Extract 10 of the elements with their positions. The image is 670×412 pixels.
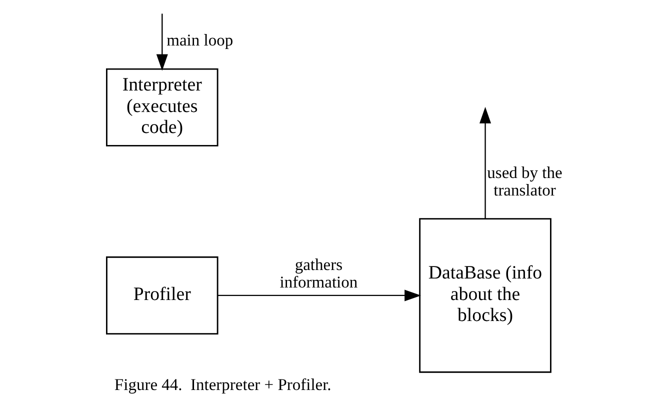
edge-label: used by the translator	[486, 162, 562, 200]
arrow	[217, 290, 421, 302]
node-box: Profiler	[106, 256, 218, 334]
node-box: DataBase (info about the blocks)	[418, 218, 551, 373]
edge-label: gathers information	[279, 254, 358, 292]
edge-label: main loop	[166, 30, 233, 50]
caption: Figure 44. Interpreter + Profiler.	[114, 375, 331, 394]
arrow	[478, 106, 491, 218]
node-box: Interpreter (executes code)	[106, 68, 218, 146]
arrow	[156, 14, 168, 71]
